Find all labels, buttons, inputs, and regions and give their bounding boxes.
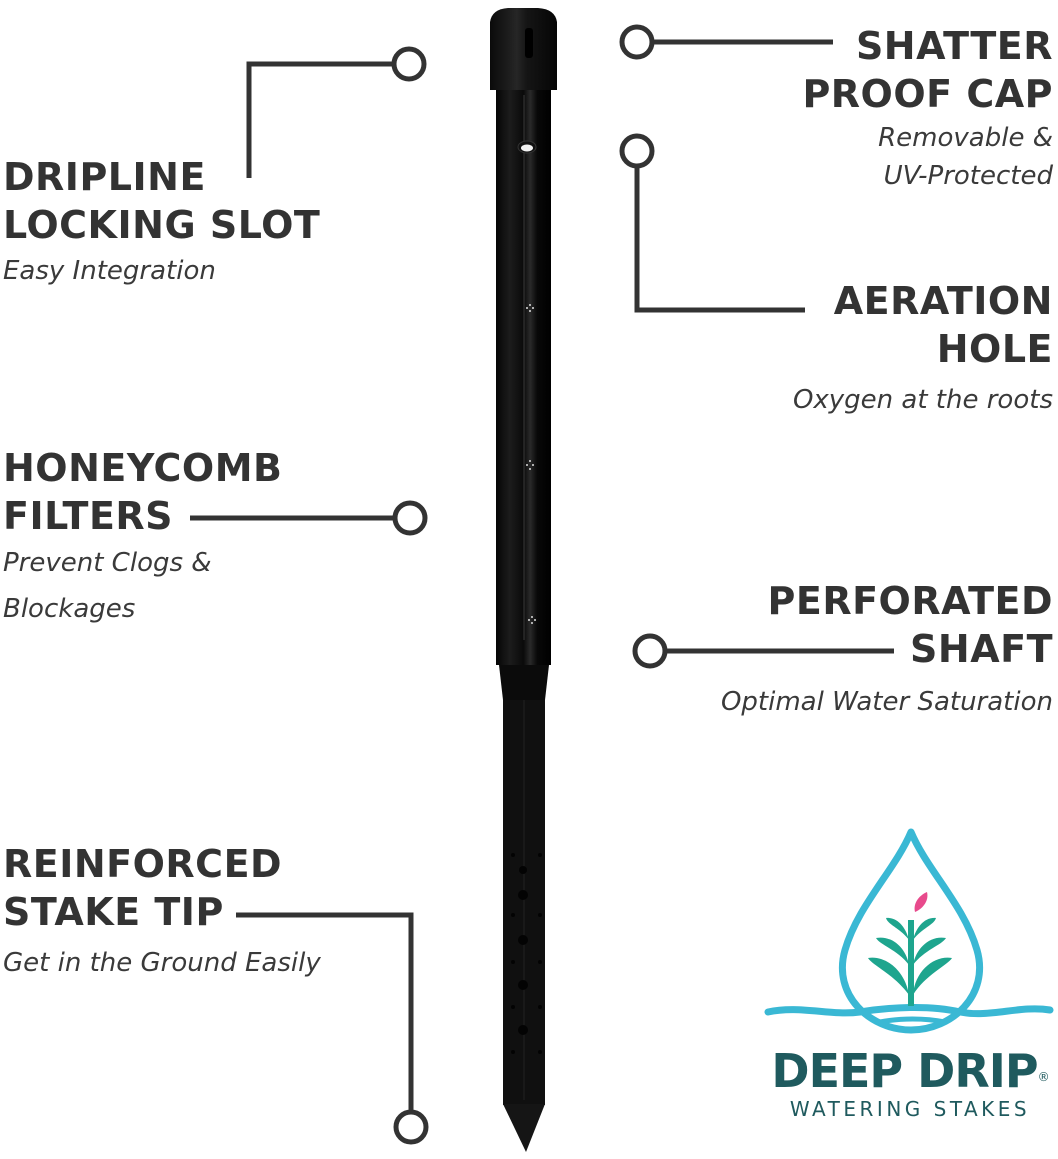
callout-dripline-locking-slot: DRIPLINE LOCKING SLOT Easy Integration: [3, 153, 320, 293]
reinforced-connector: [236, 912, 414, 1112]
stake-tip-icon: [503, 1104, 545, 1152]
callout-subtitle: Oxygen at the roots: [792, 385, 1053, 415]
callout-title: HONEYCOMB: [3, 446, 283, 490]
callout-title: REINFORCED: [3, 842, 283, 886]
callout-title: DRIPLINE: [3, 155, 206, 199]
dripline-marker-icon: [391, 46, 427, 82]
callout-perforated-shaft: PERFORATED SHAFT Optimal Water Saturatio…: [721, 577, 1053, 731]
water-drop-with-plant-icon: [764, 828, 1054, 1034]
callout-title: SHAFT: [910, 627, 1053, 671]
honeycomb-filter-icon: [526, 304, 536, 624]
callout-subtitle: Easy Integration: [3, 256, 216, 286]
connector-lines: [190, 24, 894, 1145]
callout-subtitle: Blockages: [3, 594, 136, 624]
reinforced-marker-icon: [393, 1109, 429, 1145]
dripline-connector: [246, 61, 393, 178]
callout-reinforced-stake-tip: REINFORCED STAKE TIP Get in the Ground E…: [3, 840, 321, 990]
brand-name-text: DEEP DRIP: [771, 1044, 1038, 1098]
callout-shatter-proof-cap: SHATTER PROOF CAP Removable & UV-Protect…: [802, 22, 1053, 194]
registered-mark: ®: [1037, 1070, 1050, 1084]
callout-subtitle: Get in the Ground Easily: [3, 948, 321, 978]
bud-icon: [914, 892, 928, 912]
callout-title: PERFORATED: [767, 579, 1053, 623]
callout-title: LOCKING SLOT: [3, 203, 321, 247]
callout-subtitle: UV-Protected: [883, 161, 1053, 191]
shatter-marker-icon: [619, 24, 655, 60]
callout-subtitle: Optimal Water Saturation: [720, 687, 1053, 717]
callout-subtitle: Prevent Clogs &: [3, 548, 212, 578]
perforated-marker-icon: [632, 633, 668, 669]
callout-title: FILTERS: [3, 494, 174, 538]
callout-aeration-hole: AERATION HOLE Oxygen at the roots: [793, 277, 1053, 427]
callout-title: STAKE TIP: [3, 890, 224, 934]
callout-title: AERATION: [833, 279, 1053, 323]
aeration-connector: [634, 166, 805, 313]
callout-subtitle: Removable &: [878, 123, 1053, 153]
aeration-hole-icon: [521, 144, 533, 152]
callout-title: SHATTER: [855, 24, 1053, 68]
honeycomb-marker-icon: [392, 500, 428, 536]
callout-honeycomb-filters: HONEYCOMB FILTERS Prevent Clogs & Blocka…: [3, 444, 283, 632]
cap-icon: [490, 8, 557, 90]
perforation-holes: [511, 853, 542, 1054]
stake-illustration: [490, 8, 557, 1152]
brand-tagline: WATERING STAKES: [789, 1097, 1031, 1121]
aeration-marker-icon: [619, 133, 655, 169]
callout-title: HOLE: [936, 327, 1053, 371]
brand-name: DEEP DRIP®: [764, 1046, 1056, 1096]
brand-logo: DEEP DRIP® WATERING STAKES: [764, 1046, 1056, 1122]
callout-title: PROOF CAP: [802, 72, 1053, 116]
